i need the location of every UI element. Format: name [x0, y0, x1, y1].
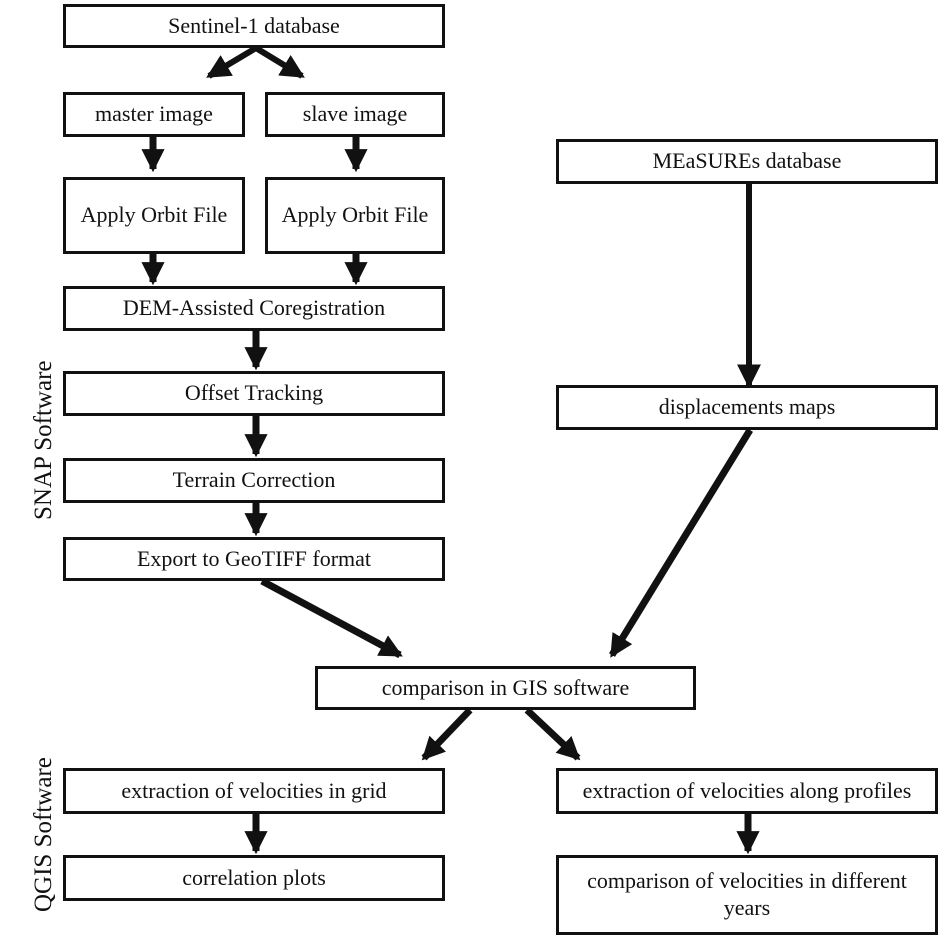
- swimlane-label-snap: SNAP Software: [30, 360, 57, 521]
- node-terrain-correction[interactable]: Terrain Correction: [63, 458, 445, 503]
- node-comparison-of-velocities-in-different-years[interactable]: comparison of velocities in different ye…: [556, 855, 938, 935]
- swimlane-label-qgis: QGIS Software: [30, 757, 57, 912]
- node-label: DEM-Assisted Coregistration: [122, 295, 386, 321]
- node-label: comparison in GIS software: [381, 674, 630, 700]
- node-label: extraction of velocities in grid: [121, 777, 387, 803]
- node-extraction-of-velocities-in-grid[interactable]: extraction of velocities in grid: [63, 768, 445, 814]
- edge-sentinel-to-master: [206, 45, 258, 79]
- node-master-image[interactable]: master image: [63, 92, 245, 137]
- node-sentinel-database[interactable]: Sentinel-1 database: [63, 4, 445, 48]
- node-correlation-plots[interactable]: correlation plots: [63, 855, 445, 901]
- node-displacements-maps[interactable]: displacements maps: [556, 385, 938, 430]
- node-label: Export to GeoTIFF format: [136, 545, 372, 571]
- edge-export-to-comparison: [260, 577, 403, 659]
- edge-comparison-to-grid: [421, 707, 473, 761]
- node-slave-image[interactable]: slave image: [265, 92, 445, 137]
- node-label: Sentinel-1 database: [168, 12, 340, 38]
- node-label: Offset Tracking: [184, 380, 324, 406]
- node-comparison-in-gis-software[interactable]: comparison in GIS software: [315, 666, 696, 710]
- node-label: Apply Orbit File: [281, 202, 429, 228]
- edge-sentinel-to-slave: [254, 45, 305, 79]
- node-export-to-geotiff[interactable]: Export to GeoTIFF format: [63, 537, 445, 581]
- edge-displacements-to-comparison: [609, 428, 753, 658]
- node-offset-tracking[interactable]: Offset Tracking: [63, 371, 445, 416]
- node-label: comparison of velocities in different ye…: [587, 868, 907, 920]
- node-label: MEaSUREs database: [652, 148, 842, 174]
- node-extraction-of-velocities-along-profiles[interactable]: extraction of velocities along profiles: [556, 768, 938, 814]
- edge-comparison-to-profiles: [524, 707, 581, 761]
- node-dem-assisted-coregistration[interactable]: DEM-Assisted Coregistration: [63, 286, 445, 331]
- node-apply-orbit-file-slave[interactable]: Apply Orbit File: [265, 177, 445, 254]
- node-label: slave image: [302, 101, 408, 127]
- node-label: displacements maps: [658, 394, 836, 420]
- node-label: Terrain Correction: [172, 467, 336, 493]
- node-measures-database[interactable]: MEaSUREs database: [556, 139, 938, 184]
- node-label: extraction of velocities along profiles: [582, 777, 912, 803]
- node-apply-orbit-file-master[interactable]: Apply Orbit File: [63, 177, 245, 254]
- node-label: Apply Orbit File: [80, 202, 228, 228]
- node-label: master image: [95, 101, 213, 127]
- node-label: correlation plots: [182, 864, 326, 890]
